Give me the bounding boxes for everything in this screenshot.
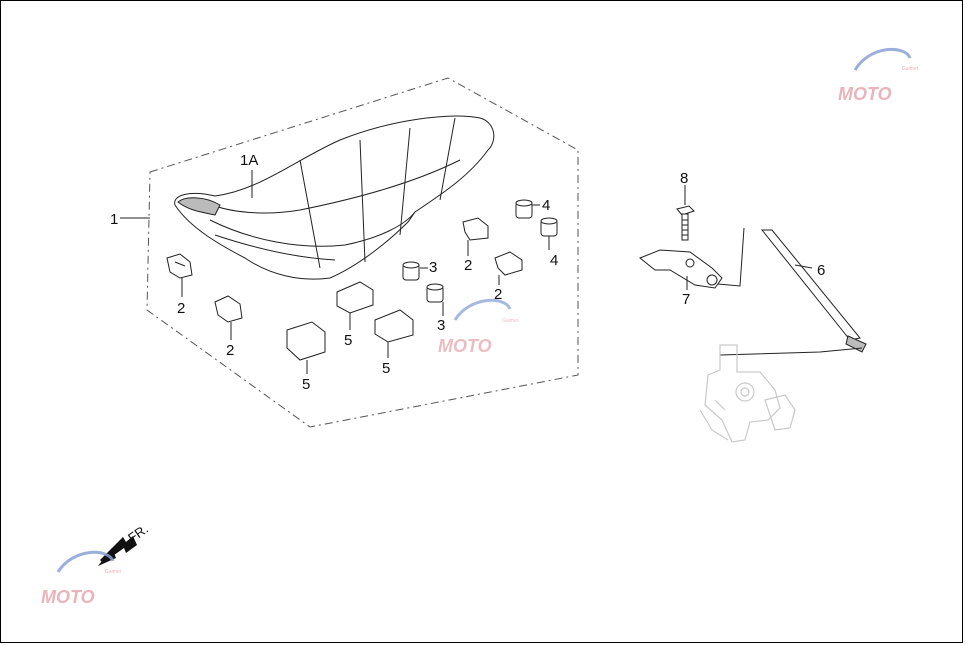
svg-text:Gaimer: Gaimer [502, 318, 519, 324]
callout-5-right: 5 [382, 360, 390, 377]
callout-3-lower: 3 [437, 317, 445, 334]
seat-bracket-2c[interactable] [462, 217, 489, 241]
assembly-boundary [146, 77, 579, 428]
seat-lock-cable-6[interactable] [717, 227, 867, 356]
svg-text:MOTO: MOTO [438, 336, 492, 356]
svg-text:Gaimer: Gaimer [105, 569, 122, 575]
cushion-5c[interactable] [374, 309, 414, 343]
cushion-5a[interactable] [336, 281, 374, 314]
damper-3b[interactable] [426, 283, 444, 303]
callout-1a: 1A [240, 152, 258, 169]
callout-4-lower: 4 [550, 252, 558, 269]
damper-4a[interactable] [515, 199, 533, 219]
callout-7: 7 [682, 291, 690, 308]
watermark-top-right: MOTO Gaimer [838, 47, 919, 104]
callout-5-left: 5 [302, 376, 310, 393]
svg-text:Gaimer: Gaimer [902, 66, 919, 72]
callout-2-left-upper: 2 [177, 300, 185, 317]
callout-2-right-upper: 2 [464, 257, 472, 274]
rear-lock-assembly-ghost [699, 344, 796, 443]
seat-lock-7[interactable] [639, 249, 723, 289]
damper-3a[interactable] [402, 261, 420, 281]
callout-2-left-lower: 2 [226, 342, 234, 359]
damper-4b[interactable] [540, 217, 558, 237]
callout-2-right-lower: 2 [494, 286, 502, 303]
seat-bracket-2a[interactable] [166, 253, 193, 279]
seat-bracket-2b[interactable] [214, 295, 243, 323]
seat-bracket-2d[interactable] [494, 251, 523, 276]
watermark-bottom-left: MOTO Gaimer [41, 550, 122, 607]
seat[interactable] [174, 115, 495, 280]
svg-text:MOTO: MOTO [838, 84, 892, 104]
callout-6: 6 [817, 262, 825, 279]
svg-text:MOTO: MOTO [41, 587, 95, 607]
callout-8: 8 [680, 170, 688, 187]
cushion-5b[interactable] [286, 321, 326, 361]
leader-lines [120, 170, 813, 374]
callout-4-upper: 4 [542, 197, 550, 214]
callout-1: 1 [110, 211, 118, 228]
callout-5-middle: 5 [344, 332, 352, 349]
watermark-center: MOTO Gaimer [438, 298, 519, 356]
bolt-8[interactable] [676, 205, 695, 241]
callout-3-upper: 3 [429, 259, 437, 276]
